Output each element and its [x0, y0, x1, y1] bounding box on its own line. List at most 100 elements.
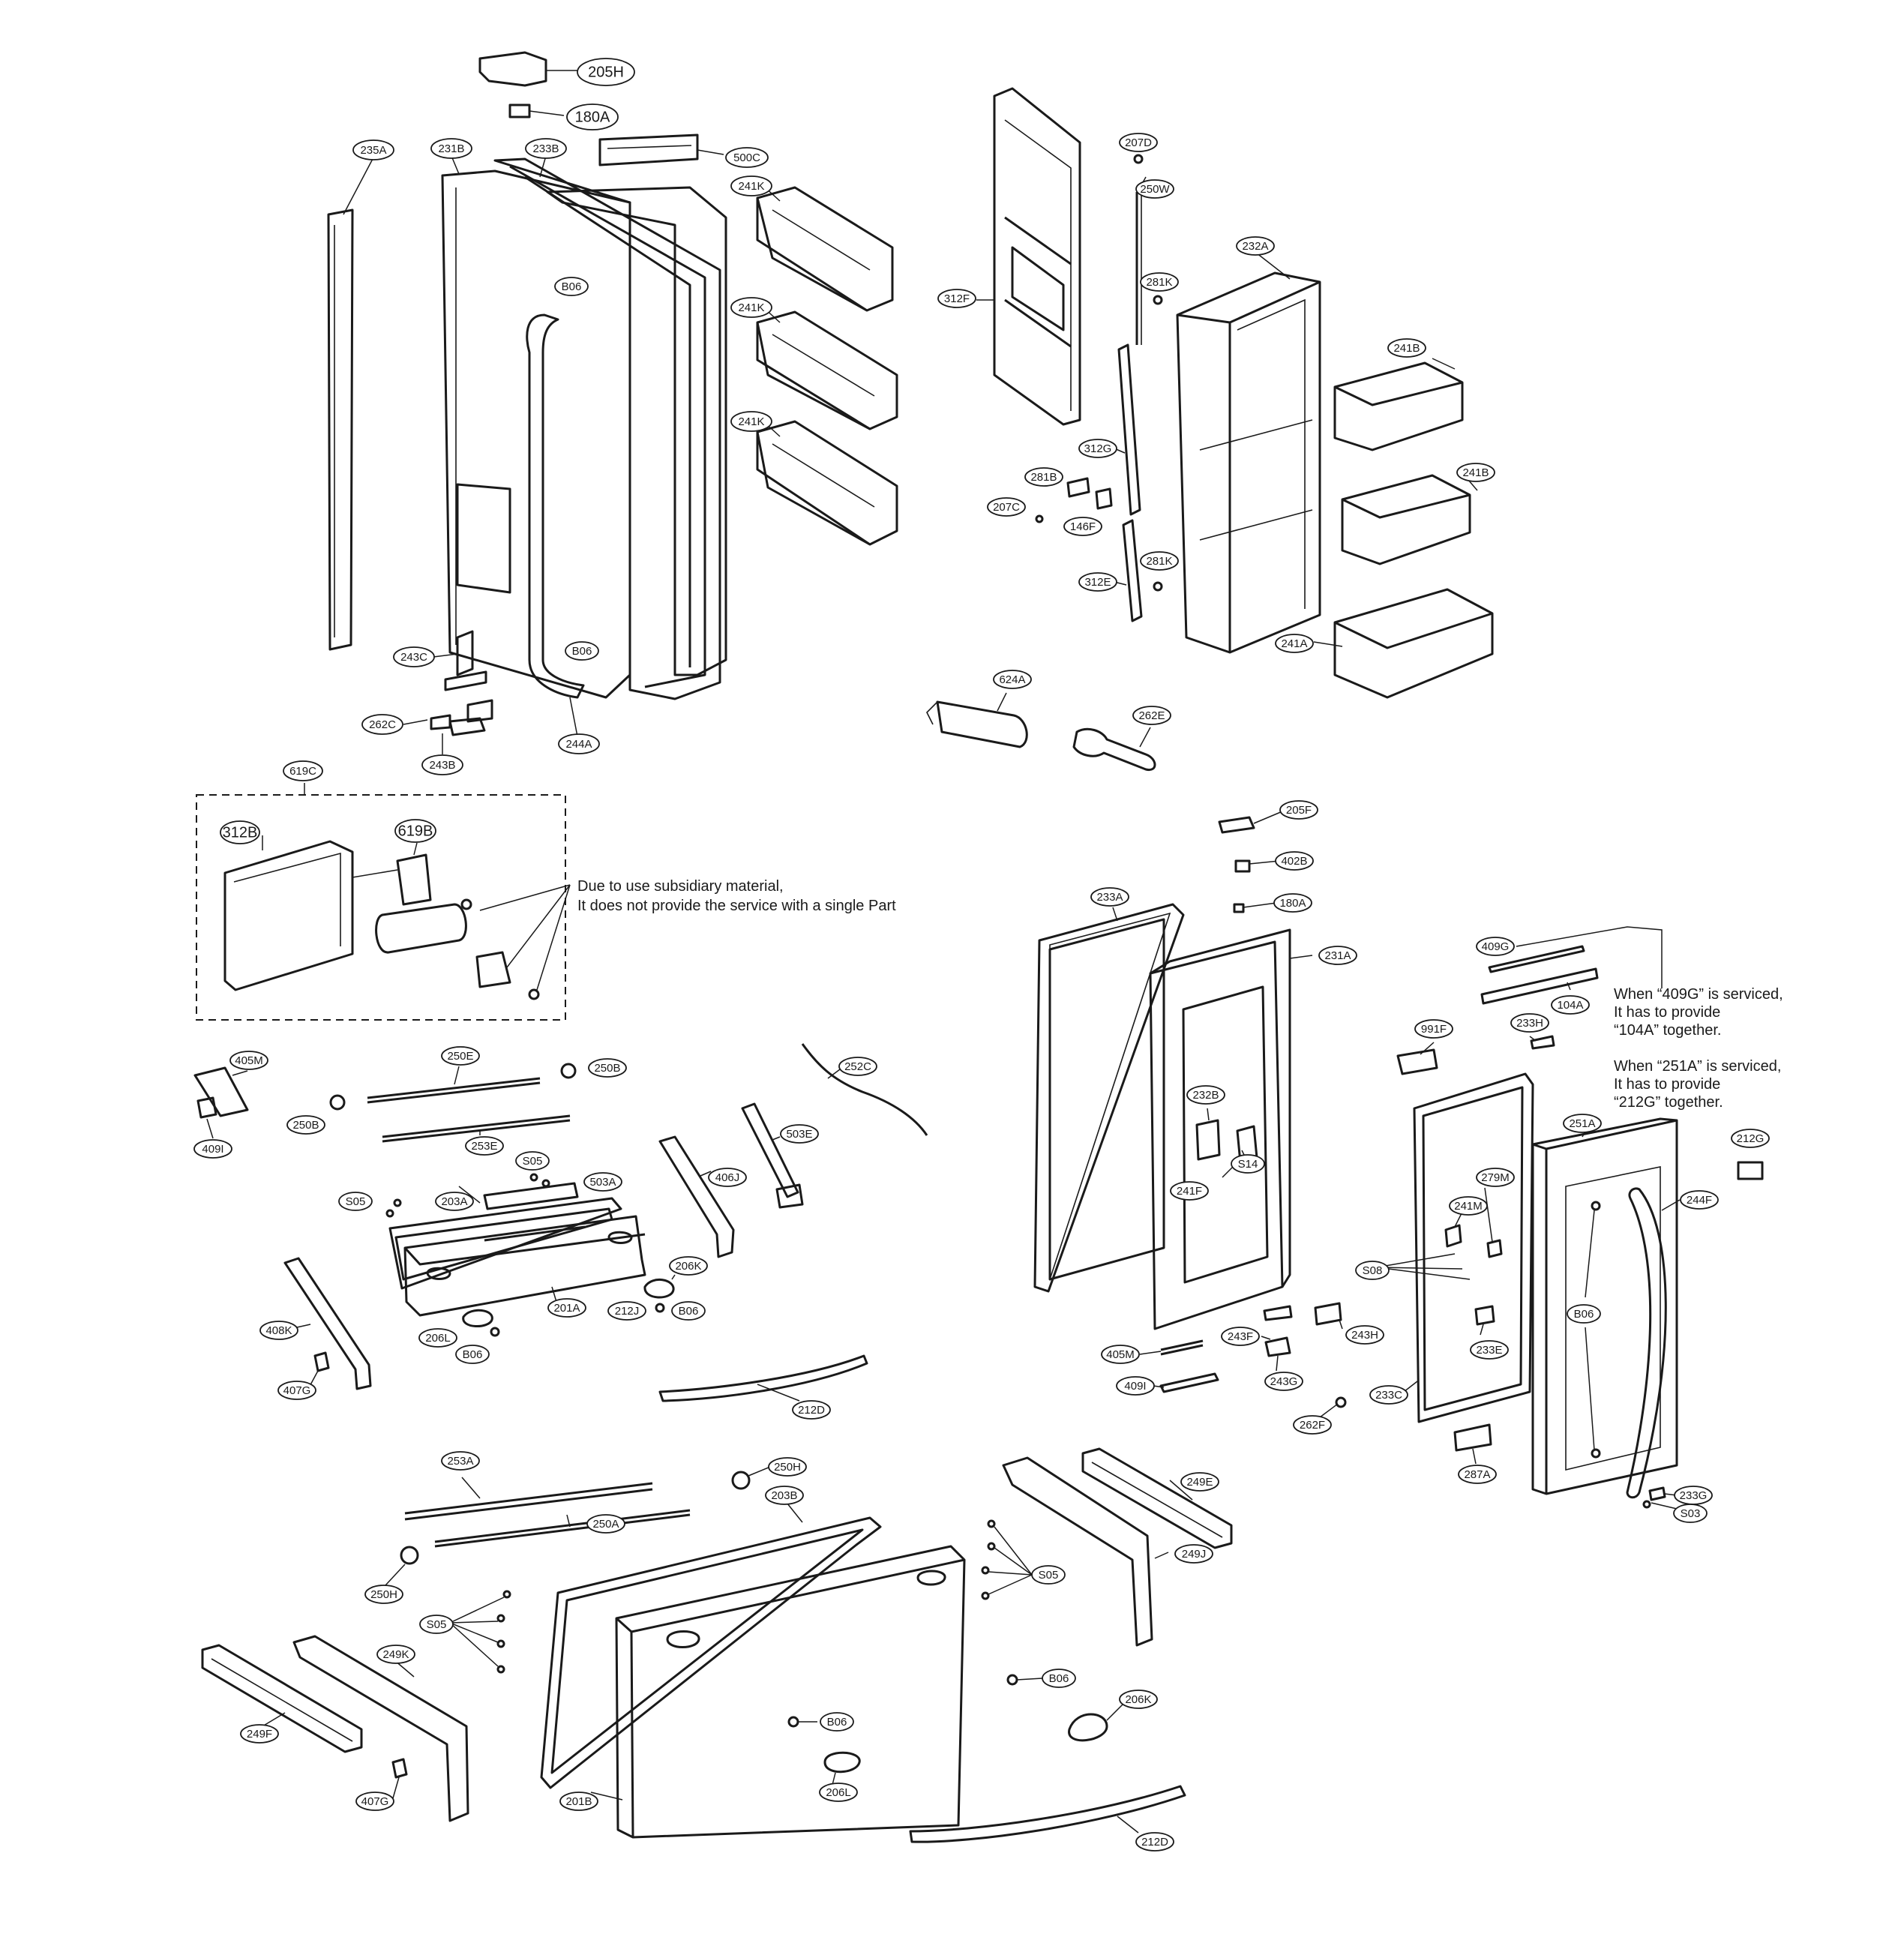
left-door-assembly: [327, 51, 898, 754]
part-label-249j: 249J: [1174, 1544, 1213, 1564]
part-label-oval: [765, 1486, 804, 1505]
part-label-243g: 243G: [1264, 1372, 1303, 1391]
part-label-text: 251A: [1569, 1117, 1595, 1130]
part-label-oval: [577, 58, 635, 86]
part-label-oval: [792, 1400, 831, 1420]
part-label-text: 409G: [1482, 940, 1510, 953]
part-label-oval: [1275, 634, 1314, 653]
part-label-text: 503E: [786, 1128, 812, 1141]
part-label-oval: [1078, 572, 1117, 592]
part-label-oval: [441, 1451, 480, 1471]
part-label-text: 231B: [438, 142, 464, 155]
part-label-text: 281B: [1030, 471, 1057, 484]
part-label-oval: [376, 1645, 415, 1664]
part-label-201a: 201A: [547, 1298, 586, 1318]
part-label-oval: [418, 1328, 457, 1348]
part-label-oval: [1170, 1181, 1209, 1201]
part-label-oval: [259, 1321, 298, 1340]
part-label-312e: 312E: [1078, 572, 1117, 592]
part-label-203a: 203A: [435, 1192, 474, 1211]
part-label-text: 262C: [369, 718, 396, 731]
part-label-233g: 233G: [1674, 1486, 1713, 1505]
part-label-241k_2: 241K: [730, 297, 772, 318]
part-label-text: 624A: [999, 673, 1025, 686]
part-label-oval: [1116, 1376, 1155, 1396]
part-label-oval: [421, 754, 463, 775]
part-label-405m_r: 405M: [1101, 1345, 1140, 1364]
part-label-text: 408K: [265, 1324, 292, 1337]
part-label-oval: [565, 641, 599, 661]
part-label-b06_4: B06: [671, 1301, 706, 1321]
part-label-oval: [1293, 1415, 1332, 1435]
note-409g-line1: When “409G” is serviced,: [1614, 986, 1783, 1003]
part-label-241k_1: 241K: [730, 175, 772, 196]
part-label-text: 407G: [361, 1795, 389, 1808]
part-label-text: 287A: [1464, 1468, 1490, 1481]
part-label-text: 250A: [592, 1518, 619, 1531]
part-label-oval: [1387, 338, 1426, 358]
part-label-oval: [838, 1057, 877, 1076]
part-label-207d: 207D: [1119, 133, 1158, 152]
part-label-text: 243C: [400, 651, 427, 664]
part-label-text: S08: [1363, 1264, 1383, 1277]
part-label-oval: [277, 1381, 316, 1400]
part-label-text: 212D: [1141, 1836, 1168, 1849]
part-label-206k_2: 206K: [1119, 1690, 1158, 1709]
part-label-text: 180A: [1279, 897, 1306, 910]
part-label-244a: 244A: [558, 733, 600, 754]
part-label-250b_2: 250B: [286, 1115, 325, 1135]
part-label-oval: [730, 411, 772, 432]
part-label-262e: 262E: [1132, 706, 1171, 725]
part-label-oval: [1318, 946, 1357, 965]
part-label-text: 206K: [675, 1260, 701, 1273]
part-label-262f: 262F: [1293, 1415, 1332, 1435]
part-label-oval: [566, 103, 619, 130]
part-label-104a: 104A: [1551, 995, 1590, 1015]
part-label-oval: [730, 297, 772, 318]
part-label-oval: [1551, 995, 1590, 1015]
part-label-991f: 991F: [1414, 1019, 1453, 1039]
part-label-oval: [1031, 1565, 1066, 1585]
part-label-s05_1: S05: [515, 1151, 550, 1171]
part-label-oval: [1101, 1345, 1140, 1364]
part-label-text: 253E: [471, 1140, 497, 1153]
part-label-oval: [229, 1051, 268, 1070]
part-label-text: 249J: [1182, 1548, 1207, 1561]
part-label-406j: 406J: [708, 1168, 747, 1187]
part-label-b06_7: B06: [820, 1712, 854, 1732]
part-label-oval: [583, 1172, 622, 1192]
note-251a-line2: It has to provide: [1614, 1076, 1720, 1093]
part-label-243c: 243C: [393, 646, 435, 667]
part-label-oval: [937, 289, 976, 308]
part-label-oval: [1273, 893, 1312, 913]
part-label-oval: [283, 760, 323, 781]
part-label-409g: 409G: [1476, 937, 1515, 956]
part-label-b06_1: B06: [554, 277, 589, 296]
part-label-oval: [1135, 179, 1174, 199]
part-label-503a: 503A: [583, 1172, 622, 1192]
part-label-text: 203B: [771, 1489, 797, 1502]
drawer-201a-assembly: [193, 1043, 928, 1402]
part-label-text: 249E: [1186, 1476, 1213, 1489]
part-label-243b: 243B: [421, 754, 463, 775]
part-label-409i_l: 409I: [193, 1139, 232, 1159]
part-label-text: 205H: [588, 64, 624, 80]
part-label-249k: 249K: [376, 1645, 415, 1664]
part-label-oval: [1731, 1129, 1770, 1148]
part-label-oval: [455, 1345, 490, 1364]
part-label-text: 252C: [844, 1060, 871, 1073]
part-label-text: S05: [346, 1195, 366, 1208]
part-label-text: 233C: [1375, 1389, 1402, 1402]
part-label-409i_r: 409I: [1116, 1376, 1155, 1396]
part-label-205h: 205H: [577, 58, 635, 86]
part-label-oval: [669, 1256, 708, 1276]
part-label-233b: 233B: [525, 138, 567, 159]
part-label-text: S05: [1039, 1569, 1059, 1582]
part-label-oval: [435, 1192, 474, 1211]
part-label-text: 244A: [565, 738, 592, 751]
part-label-206l_2: 206L: [819, 1783, 858, 1802]
part-label-oval: [1186, 1085, 1225, 1105]
part-label-oval: [1369, 1385, 1408, 1405]
part-label-oval: [1476, 1168, 1515, 1187]
